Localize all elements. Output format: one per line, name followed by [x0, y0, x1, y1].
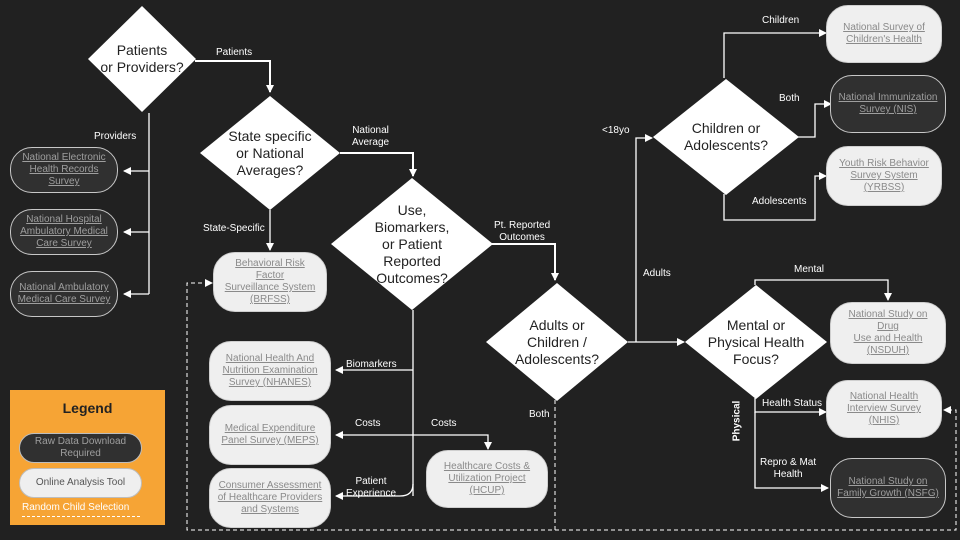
label-biomarkers: Biomarkers	[346, 359, 397, 370]
legend-dashed-line	[22, 516, 140, 517]
survey-brfss[interactable]: Behavioral Risk Factor Surveillance Syst…	[213, 252, 327, 312]
dashed-random-selection-right	[555, 406, 957, 531]
label-under18: <18yo	[602, 125, 630, 136]
survey-nsduh[interactable]: National Study on Drug Use and Health (N…	[830, 302, 946, 364]
label-patient-experience: Patient Experience	[346, 476, 397, 499]
label-physical: Physical	[731, 400, 743, 442]
survey-national-electronic-health-records[interactable]: National Electronic Health Records Surve…	[10, 147, 118, 193]
arrow-both-top	[798, 100, 832, 138]
arrow-costs-right	[413, 434, 492, 450]
label-adults: Adults	[643, 268, 671, 279]
decision-children-or-adolescents: Children or Adolescents?	[653, 79, 799, 195]
label-national-average: National Average	[352, 125, 390, 148]
label-repro: Repro & Mat Health	[760, 457, 817, 480]
legend-title: Legend	[62, 400, 113, 416]
arrow-pt-reported	[490, 243, 559, 281]
label-costs-left: Costs	[355, 418, 381, 429]
label-health-status: Health Status	[762, 398, 823, 409]
survey-namcs[interactable]: National Ambulatory Medical Care Survey	[10, 271, 118, 317]
legend-raw-data-download: Raw Data Download Required	[19, 433, 142, 463]
decision-use-biomarkers-outcomes: Use, Biomarkers, or Patient Reported Out…	[331, 178, 493, 310]
label-pt-reported: Pt. Reported Outcomes	[494, 220, 551, 243]
label-both-bottom: Both	[529, 409, 550, 420]
survey-nhanes[interactable]: National Health And Nutrition Examinatio…	[209, 341, 331, 401]
decision-patients-or-providers: Patients or Providers?	[88, 6, 196, 112]
arrow-patients	[195, 60, 274, 93]
survey-nis[interactable]: National Immunization Survey (NIS)	[830, 75, 946, 133]
survey-nsfg[interactable]: National Study on Family Growth (NSFG)	[830, 458, 946, 518]
arrow-adolescents	[723, 172, 827, 221]
decision-state-or-national: State specific or National Averages?	[200, 96, 340, 210]
survey-cahps[interactable]: Consumer Assessment of Healthcare Provid…	[209, 468, 331, 528]
arrow-mental	[754, 279, 892, 301]
arrow-children	[723, 29, 827, 78]
decision-adults-or-children: Adults or Children / Adolescents?	[486, 283, 628, 401]
dashed-random-selection	[186, 279, 556, 531]
survey-nsch[interactable]: National Survey of Children's Health	[826, 5, 942, 63]
arrow-national-average	[340, 152, 417, 177]
legend-random-child-selection: Random Child Selection	[22, 502, 130, 513]
label-both-top: Both	[779, 93, 800, 104]
label-children: Children	[762, 15, 800, 26]
arrow-under18	[635, 134, 653, 342]
decision-mental-or-physical: Mental or Physical Health Focus?	[685, 285, 827, 399]
label-state-specific: State-Specific	[203, 223, 265, 234]
label-costs-right: Costs	[431, 418, 457, 429]
arrow-patient-experience	[335, 483, 414, 500]
survey-nhis[interactable]: National Health Interview Survey (NHIS)	[826, 380, 942, 438]
label-adolescents: Adolescents	[752, 196, 807, 207]
survey-meps[interactable]: Medical Expenditure Panel Survey (MEPS)	[209, 405, 331, 465]
label-providers: Providers	[94, 131, 137, 142]
survey-yrbss[interactable]: Youth Risk Behavior Survey System (YRBSS…	[826, 146, 942, 206]
label-mental: Mental	[794, 264, 825, 275]
label-patients: Patients	[216, 47, 253, 58]
legend-online-analysis-tool: Online Analysis Tool	[19, 468, 142, 498]
arrow-repro	[754, 412, 829, 492]
survey-hcup[interactable]: Healthcare Costs & Utilization Project (…	[426, 450, 548, 508]
survey-nhamcs[interactable]: National Hospital Ambulatory Medical Car…	[10, 209, 118, 255]
legend: Legend Raw Data Download Required Online…	[10, 390, 165, 525]
